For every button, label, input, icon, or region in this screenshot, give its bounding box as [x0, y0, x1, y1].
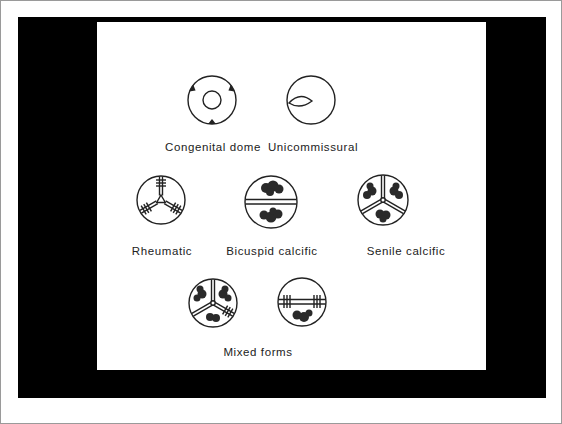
- valve-label: Bicuspid calcific: [226, 244, 317, 258]
- rheumatic-valve: [137, 176, 185, 224]
- valve-label: Mixed forms: [223, 345, 292, 359]
- valve-label: Unicommissural: [268, 140, 358, 154]
- mixed-bicuspid-valve: [278, 278, 326, 326]
- valve-label: Rheumatic: [132, 244, 192, 258]
- mixed-tricuspid-valve: [189, 279, 237, 327]
- bicuspid-calcific-valve: [245, 176, 297, 228]
- senile-calcific-valve: [358, 175, 408, 225]
- unicommissural-valve: [287, 76, 335, 124]
- slide-frame: [18, 17, 546, 398]
- slide-panel: [97, 22, 486, 370]
- valve-label: Senile calcific: [367, 244, 446, 258]
- valve-label: Congenital dome: [165, 140, 261, 154]
- congenital-dome-valve: [188, 76, 236, 124]
- valve-drawings: [137, 76, 408, 327]
